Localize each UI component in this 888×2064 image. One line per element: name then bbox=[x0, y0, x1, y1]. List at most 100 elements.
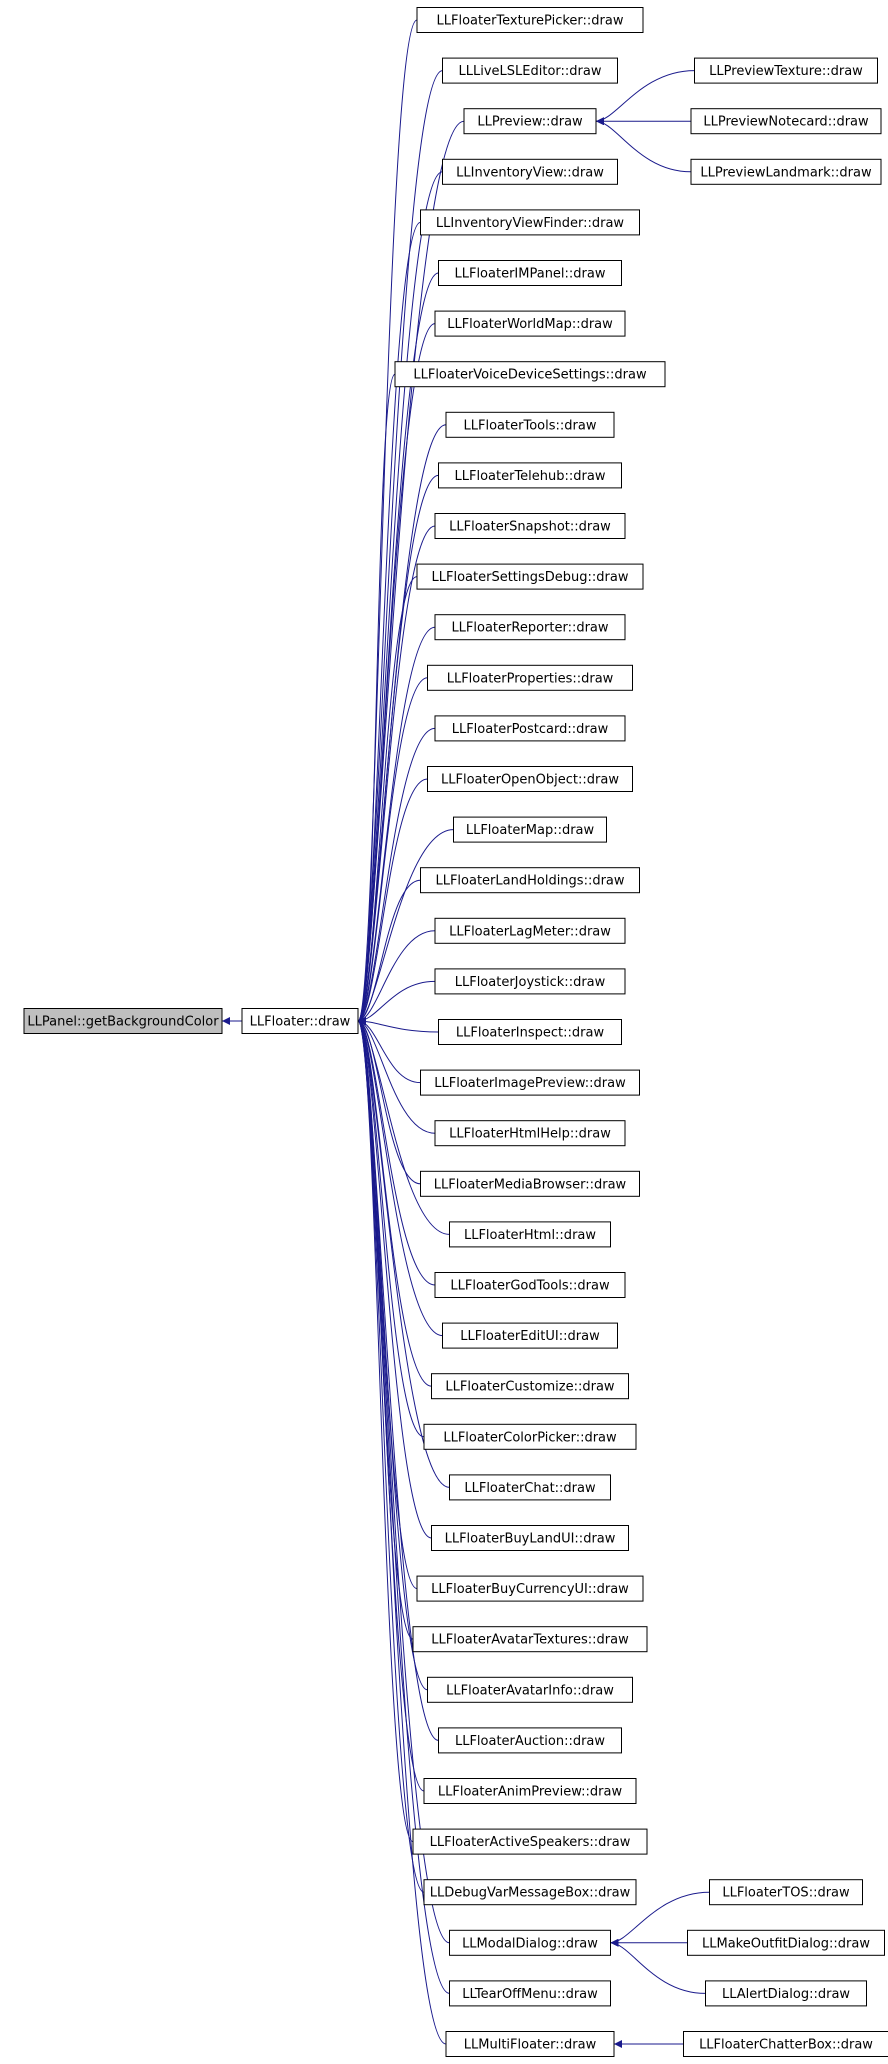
node-landholdings-label: LLFloaterLandHoldings::draw bbox=[435, 874, 624, 889]
node-animpreview[interactable]: LLFloaterAnimPreview::draw bbox=[423, 1778, 637, 1804]
node-worldmap[interactable]: LLFloaterWorldMap::draw bbox=[434, 310, 626, 337]
node-editui[interactable]: LLFloaterEditUI::draw bbox=[442, 1322, 618, 1349]
node-livelsl[interactable]: LLLiveLSLEditor::draw bbox=[442, 57, 618, 84]
node-debugvar[interactable]: LLDebugVarMessageBox::draw bbox=[423, 1879, 637, 1906]
node-worldmap-label: LLFloaterWorldMap::draw bbox=[447, 317, 613, 332]
node-chat-label: LLFloaterChat::draw bbox=[464, 1481, 596, 1496]
node-floater-draw-label: LLFloater::draw bbox=[250, 1015, 351, 1030]
node-modal[interactable]: LLModalDialog::draw bbox=[449, 1929, 611, 1956]
edge-joystick-to-floater bbox=[357, 980, 436, 1025]
edge-inspect-to-floater bbox=[357, 1017, 439, 1033]
node-debugvar-label: LLDebugVarMessageBox::draw bbox=[430, 1886, 631, 1901]
node-colorpicker-label: LLFloaterColorPicker::draw bbox=[443, 1430, 617, 1445]
edge-activespeakers-to-floater bbox=[357, 1017, 414, 1843]
node-buycurrencyui-box bbox=[416, 1575, 644, 1602]
node-inventoryviewfinder[interactable]: LLInventoryViewFinder::draw bbox=[420, 209, 640, 236]
node-tearoff[interactable]: LLTearOffMenu::draw bbox=[449, 1980, 611, 2007]
node-alertdialog-box bbox=[705, 1980, 867, 2007]
node-floatertos-box bbox=[709, 1879, 863, 1906]
node-animpreview-label: LLFloaterAnimPreview::draw bbox=[438, 1785, 623, 1800]
node-inventoryview[interactable]: LLInventoryView::draw bbox=[442, 158, 618, 185]
node-modal-box bbox=[449, 1929, 611, 1956]
node-preview-box bbox=[463, 108, 597, 135]
node-floater-draw-box bbox=[241, 1008, 359, 1034]
node-colorpicker[interactable]: LLFloaterColorPicker::draw bbox=[423, 1423, 637, 1450]
node-previewnotecard-box bbox=[690, 108, 882, 135]
node-html[interactable]: LLFloaterHtml::draw bbox=[449, 1221, 611, 1248]
node-previewnotecard-label: LLPreviewNotecard::draw bbox=[703, 115, 869, 130]
node-previewlandmark[interactable]: LLPreviewLandmark::draw bbox=[690, 158, 882, 185]
node-preview[interactable]: LLPreview::draw bbox=[463, 108, 597, 135]
node-tearoff-label: LLTearOffMenu::draw bbox=[462, 1987, 598, 2002]
node-lagmeter[interactable]: LLFloaterLagMeter::draw bbox=[434, 917, 626, 944]
node-auction[interactable]: LLFloaterAuction::draw bbox=[438, 1727, 622, 1754]
node-avatartextures[interactable]: LLFloaterAvatarTextures::draw bbox=[412, 1626, 648, 1653]
node-snapshot-label: LLFloaterSnapshot::draw bbox=[449, 520, 611, 535]
node-alertdialog[interactable]: LLAlertDialog::draw bbox=[705, 1980, 867, 2007]
node-joystick[interactable]: LLFloaterJoystick::draw bbox=[434, 968, 626, 995]
node-buycurrencyui[interactable]: LLFloaterBuyCurrencyUI::draw bbox=[416, 1575, 644, 1602]
node-snapshot[interactable]: LLFloaterSnapshot::draw bbox=[434, 513, 626, 539]
node-chat[interactable]: LLFloaterChat::draw bbox=[449, 1474, 611, 1501]
node-buycurrencyui-label: LLFloaterBuyCurrencyUI::draw bbox=[431, 1582, 629, 1597]
node-chatterbox[interactable]: LLFloaterChatterBox::draw bbox=[683, 2031, 888, 2057]
node-floatertos[interactable]: LLFloaterTOS::draw bbox=[709, 1879, 863, 1906]
node-tools-box bbox=[445, 411, 615, 438]
node-properties-box bbox=[427, 664, 633, 691]
node-texturepicker[interactable]: LLFloaterTexturePicker::draw bbox=[416, 7, 644, 33]
node-multifloater[interactable]: LLMultiFloater::draw bbox=[445, 2031, 615, 2057]
node-getbackgroundcolor[interactable]: LLPanel::getBackgroundColor bbox=[23, 1008, 223, 1034]
node-inspect-label: LLFloaterInspect::draw bbox=[456, 1026, 605, 1041]
node-inspect-box bbox=[438, 1019, 622, 1045]
node-map[interactable]: LLFloaterMap::draw bbox=[453, 816, 607, 843]
node-landholdings[interactable]: LLFloaterLandHoldings::draw bbox=[420, 867, 640, 894]
node-settingsdebug-label: LLFloaterSettingsDebug::draw bbox=[432, 570, 629, 585]
node-snapshot-box bbox=[434, 513, 626, 539]
node-debugvar-box bbox=[423, 1879, 637, 1906]
node-buylandui-box bbox=[431, 1525, 629, 1551]
node-settingsdebug-box bbox=[416, 563, 644, 590]
node-telehub[interactable]: LLFloaterTelehub::draw bbox=[438, 462, 622, 489]
node-previewlandmark-label: LLPreviewLandmark::draw bbox=[700, 165, 872, 180]
node-settingsdebug[interactable]: LLFloaterSettingsDebug::draw bbox=[416, 563, 644, 590]
node-floater-draw[interactable]: LLFloater::draw bbox=[241, 1008, 359, 1034]
node-previewtexture[interactable]: LLPreviewTexture::draw bbox=[694, 57, 878, 84]
node-avatartextures-box bbox=[412, 1626, 648, 1653]
node-openobject[interactable]: LLFloaterOpenObject::draw bbox=[427, 766, 633, 792]
node-activespeakers[interactable]: LLFloaterActiveSpeakers::draw bbox=[412, 1828, 648, 1855]
node-tools[interactable]: LLFloaterTools::draw bbox=[445, 411, 615, 438]
node-reporter[interactable]: LLFloaterReporter::draw bbox=[434, 614, 626, 641]
node-previewnotecard[interactable]: LLPreviewNotecard::draw bbox=[690, 108, 882, 135]
node-inspect[interactable]: LLFloaterInspect::draw bbox=[438, 1019, 622, 1045]
node-avatartextures-label: LLFloaterAvatarTextures::draw bbox=[431, 1633, 629, 1648]
node-colorpicker-box bbox=[423, 1423, 637, 1450]
node-multifloater-label: LLMultiFloater::draw bbox=[464, 2038, 597, 2053]
node-auction-box bbox=[438, 1727, 622, 1754]
node-makeoutfit[interactable]: LLMakeOutfitDialog::draw bbox=[687, 1929, 885, 1956]
node-postcard[interactable]: LLFloaterPostcard::draw bbox=[434, 715, 626, 742]
node-avatarinfo[interactable]: LLFloaterAvatarInfo::draw bbox=[427, 1676, 633, 1703]
node-godtools[interactable]: LLFloaterGodTools::draw bbox=[434, 1272, 626, 1298]
node-map-label: LLFloaterMap::draw bbox=[466, 823, 595, 838]
edge-settingsdebug-to-floater bbox=[357, 576, 418, 1025]
node-htmlhelp[interactable]: LLFloaterHtmlHelp::draw bbox=[434, 1120, 626, 1147]
node-mediabrowser-label: LLFloaterMediaBrowser::draw bbox=[434, 1177, 627, 1192]
node-voicedevice[interactable]: LLFloaterVoiceDeviceSettings::draw bbox=[394, 361, 666, 388]
edge-alertdialog-to-modal bbox=[610, 1938, 706, 1994]
node-impanel[interactable]: LLFloaterIMPanel::draw bbox=[438, 260, 622, 286]
node-buylandui[interactable]: LLFloaterBuyLandUI::draw bbox=[431, 1525, 629, 1551]
node-mediabrowser[interactable]: LLFloaterMediaBrowser::draw bbox=[420, 1170, 640, 1197]
node-imagepreview[interactable]: LLFloaterImagePreview::draw bbox=[420, 1069, 640, 1096]
node-preview-label: LLPreview::draw bbox=[477, 115, 583, 130]
node-customize[interactable]: LLFloaterCustomize::draw bbox=[431, 1373, 629, 1400]
node-properties[interactable]: LLFloaterProperties::draw bbox=[427, 664, 633, 691]
node-chatterbox-label: LLFloaterChatterBox::draw bbox=[699, 2038, 873, 2053]
node-lagmeter-box bbox=[434, 917, 626, 944]
edge-htmlhelp-to-floater bbox=[357, 1017, 436, 1134]
node-avatarinfo-label: LLFloaterAvatarInfo::draw bbox=[446, 1683, 614, 1698]
edge-previewlandmark-to-preview bbox=[595, 117, 692, 173]
node-imagepreview-label: LLFloaterImagePreview::draw bbox=[434, 1076, 626, 1091]
node-chatterbox-box bbox=[683, 2031, 888, 2057]
node-activespeakers-label: LLFloaterActiveSpeakers::draw bbox=[430, 1835, 631, 1850]
node-openobject-label: LLFloaterOpenObject::draw bbox=[441, 773, 619, 788]
